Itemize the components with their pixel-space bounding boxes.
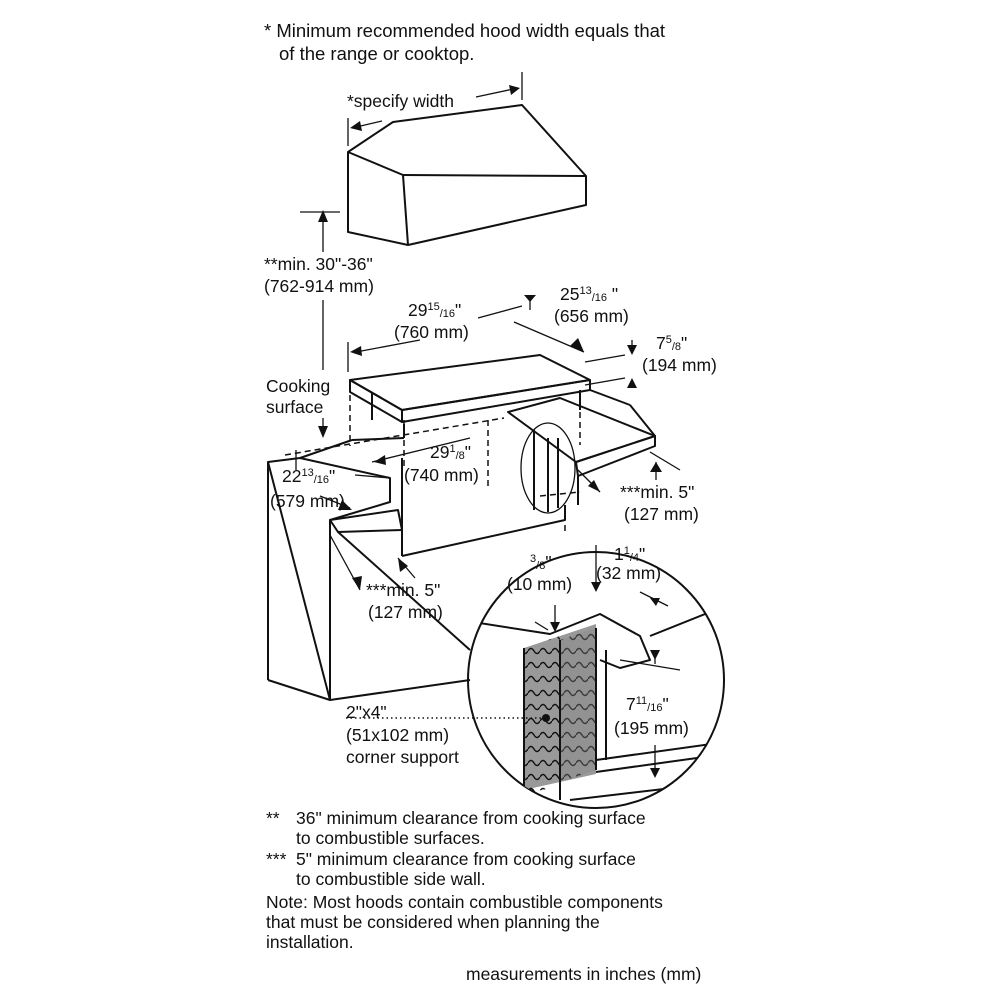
cooking-surface-label-line-2: surface [266,397,324,417]
cutout-width-mm: (740 mm) [404,465,479,485]
min-height-label-line-2: (762-914 mm) [264,276,374,296]
note-1-line-2: to combustible surfaces. [296,828,485,848]
top-note-line-2: of the range or cooktop. [279,43,475,64]
measurements-footer: measurements in inches (mm) [466,964,702,984]
detail-1-1-4-label: 11/4" [614,544,646,564]
cooktop-drawing [349,354,591,438]
cooktop-height-label: 75/8" [656,333,688,353]
cutout-width-label: 291/8" [430,442,471,462]
cutout-depth-label: 2213/16" [282,466,336,486]
left-side-clearance-line-2: (127 mm) [368,602,443,622]
cooktop-depth-label: 2513/16 " [560,284,619,304]
note-3-line-1: Note: Most hoods contain combustible com… [266,892,663,912]
specify-width-label: *specify width [347,91,454,111]
corner-support-leader [346,714,550,722]
cooktop-depth-mm: (656 mm) [554,306,629,326]
cooktop-width-label: 2915/16" [408,300,462,320]
corner-support-line-2: (51x102 mm) [346,725,450,745]
note-2-marker: *** [266,849,287,869]
countertop-cabinet-drawing [267,389,656,701]
note-1-line-1: 36" minimum clearance from cooking surfa… [296,808,646,828]
right-side-clearance-line-1: ***min. 5" [620,482,695,502]
right-side-clearance-line-2: (127 mm) [624,504,699,524]
corner-support-line-1: 2"x4" [346,702,387,722]
cooktop-dimension-arrows [347,295,637,388]
top-note-line-1: * Minimum recommended hood width equals … [264,20,666,41]
detail-3-8-label: 3/8" [530,552,552,572]
cooktop-width-mm: (760 mm) [394,322,469,342]
cutout-depth-mm: (579 mm) [270,491,345,511]
note-2-line-1: 5" minimum clearance from cooking surfac… [296,849,636,869]
range-hood-drawing [347,104,587,246]
note-3-line-2: that must be considered when planning th… [266,912,600,932]
width-dimension-arrows [347,72,523,146]
corner-support-detail-large [467,545,725,809]
depth-dimension-arrows [295,437,681,591]
note-3-line-3: installation. [266,932,354,952]
left-side-clearance-line-1: ***min. 5" [366,580,441,600]
corner-support-detail-small [520,422,576,532]
height-dimension-line [300,210,340,438]
note-1-marker: ** [266,808,280,828]
note-2-line-2: to combustible side wall. [296,869,486,889]
cooking-surface-label-line-1: Cooking [266,376,331,396]
detail-7-11-16-mm: (195 mm) [614,718,689,738]
detail-3-8-mm: (10 mm) [507,574,573,594]
corner-support-line-3: corner support [346,747,459,767]
detail-7-11-16-label: 711/16" [626,694,669,714]
min-height-label-line-1: **min. 30"-36" [264,254,373,274]
detail-1-1-4-mm: (32 mm) [596,563,662,583]
cooktop-height-mm: (194 mm) [642,355,717,375]
